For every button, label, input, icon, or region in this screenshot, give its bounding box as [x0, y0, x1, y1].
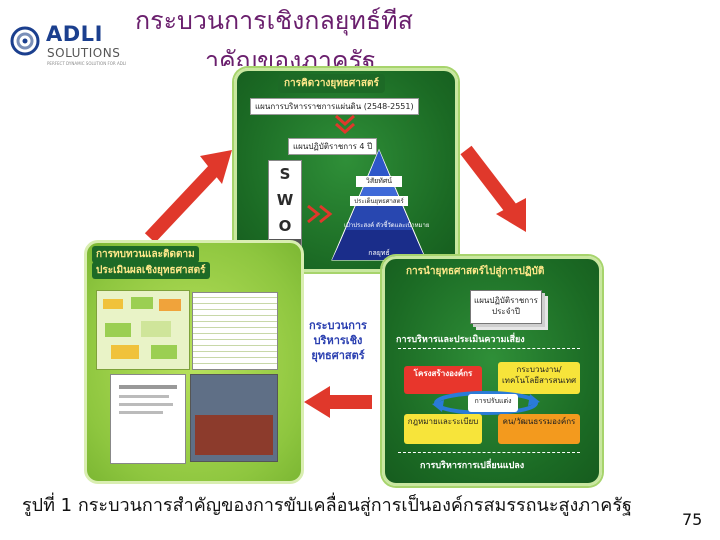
page-title-line-2: ำคัญของภาครัฐ [205, 46, 376, 66]
annual-plan-label: แผนปฏิบัติราชการประจำปี [474, 296, 538, 316]
pyramid-goals: เป้าประสงค์ ตัวชี้วัดและเป้าหมาย [344, 222, 430, 229]
annual-plan-stack: แผนปฏิบัติราชการประจำปี [470, 290, 542, 324]
logo-brand: ADLI [46, 22, 103, 46]
pyramid-strategy: กลยุทธ์ [368, 249, 390, 257]
risk-management-label: การบริหารและประเมินความเสี่ยง [396, 335, 525, 345]
page-title-line-1: กระบวนการเชิงกลยุทธ์ทีส [135, 6, 413, 35]
box-process-it: กระบวนงาน/เทคโนโลยีสารสนเทศ [498, 362, 580, 394]
page-number: 75 [682, 510, 703, 529]
change-divider [398, 452, 580, 453]
chevron-down-icon [335, 114, 355, 135]
logo-tagline: PERFECT DYNAMIC SOLUTION FOR ADLI [47, 61, 127, 66]
center-text-line-1: กระบวนการ [309, 319, 367, 332]
panel-right-title: การนำยุทธศาสตร์ไปสู่การปฏิบัติ [406, 266, 545, 277]
swot-w: W [276, 191, 294, 209]
center-strategic-management-label: กระบวนการ บริหารเชิง ยุทธศาสตร์ [302, 318, 374, 363]
panel-top-title: การคิดวางยุทธศาสตร์ [278, 74, 385, 93]
panel-left-title-1: การทบทวนและติดตาม [92, 246, 199, 263]
box-law-regulation: กฎหมายและระเบียบ [404, 414, 482, 444]
box-org-structure: โครงสร้างองค์กร [404, 366, 482, 394]
arrow-right-to-left [304, 386, 372, 418]
arrow-top-to-right [460, 145, 526, 232]
pyramid-strategic-issues: ประเด็นยุทธศาสตร์ [350, 196, 408, 206]
center-text-line-2: บริหารเชิง [313, 334, 363, 347]
change-management-label: การบริหารการเปลี่ยนแปลง [420, 461, 525, 471]
figure-caption: รูปที่ 1 กระบวนการสำคัญของการขับเคลื่อนส… [22, 495, 632, 516]
swot-s: S [279, 165, 291, 183]
pyramid-vision: วิสัยทัศน์ [356, 176, 402, 187]
national-plan-label: แผนการบริหารราชการแผ่นดิน (2548-2551) [250, 98, 419, 115]
adli-logo: ADLI SOLUTIONS PERFECT DYNAMIC SOLUTION … [6, 16, 156, 76]
review-table-thumbnail [192, 292, 278, 370]
review-document-thumbnail [110, 374, 186, 464]
review-photo-thumbnail [190, 374, 278, 462]
swot-to-pyramid-arrow-icon [307, 204, 333, 224]
logo-subtitle: SOLUTIONS [47, 46, 121, 60]
refinement-cycle-icon [432, 391, 540, 415]
review-flowchart-thumbnail [96, 290, 190, 370]
box-people-culture: คน/วัฒนธรรมองค์กร [498, 414, 580, 444]
panel-left-title-2: ประเมินผลเชิงยุทธศาสตร์ [92, 262, 210, 279]
logo-swirl-icon [10, 26, 40, 56]
risk-divider [398, 348, 580, 349]
center-text-line-3: ยุทธศาสตร์ [311, 349, 365, 362]
arrow-left-to-top [144, 150, 232, 243]
swot-o: O [278, 217, 292, 235]
four-year-plan-label: แผนปฏิบัติราชการ 4 ปี [288, 138, 378, 155]
refinement-label: การปรับแต่ง [468, 394, 518, 412]
